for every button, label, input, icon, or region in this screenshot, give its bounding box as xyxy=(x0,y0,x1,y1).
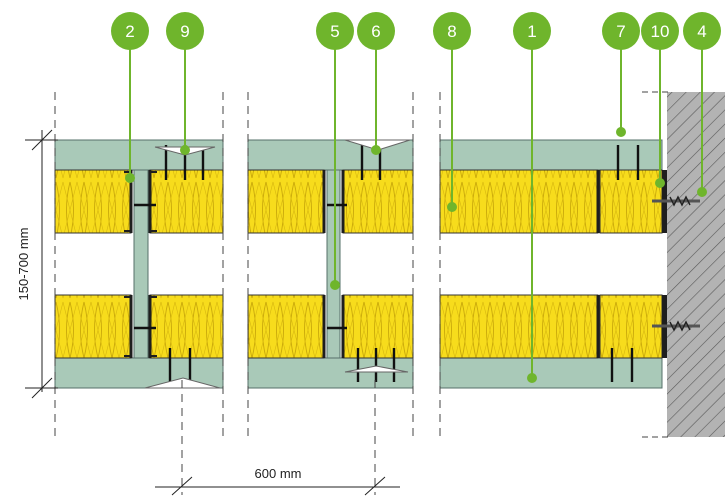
spacing-dimension xyxy=(155,476,400,496)
callout-7: 7 xyxy=(602,12,640,50)
svg-text:1: 1 xyxy=(527,22,536,41)
svg-text:10: 10 xyxy=(651,22,670,41)
callout-8: 8 xyxy=(433,12,471,50)
callout-1: 1 xyxy=(513,12,551,50)
callout-4: 4 xyxy=(683,12,721,50)
frame-dashes xyxy=(54,92,441,495)
spacing-dimension-label: 600 mm xyxy=(255,466,302,481)
callout-5: 5 xyxy=(316,12,354,50)
height-dimension-label: 150-700 mm xyxy=(16,228,31,301)
callout-leaders xyxy=(125,45,707,383)
callout-10: 10 xyxy=(641,12,679,50)
svg-text:4: 4 xyxy=(697,22,706,41)
svg-text:5: 5 xyxy=(330,22,339,41)
section-middle xyxy=(247,139,414,389)
svg-text:6: 6 xyxy=(371,22,380,41)
section-right xyxy=(439,139,700,389)
callout-9: 9 xyxy=(166,12,204,50)
svg-text:2: 2 xyxy=(125,22,134,41)
svg-text:8: 8 xyxy=(447,22,456,41)
callout-6: 6 xyxy=(357,12,395,50)
section-left xyxy=(54,139,224,389)
height-dimension xyxy=(25,129,58,399)
svg-text:7: 7 xyxy=(616,22,625,41)
svg-text:9: 9 xyxy=(180,22,189,41)
concrete-wall xyxy=(642,91,725,438)
callout-2: 2 xyxy=(111,12,149,50)
